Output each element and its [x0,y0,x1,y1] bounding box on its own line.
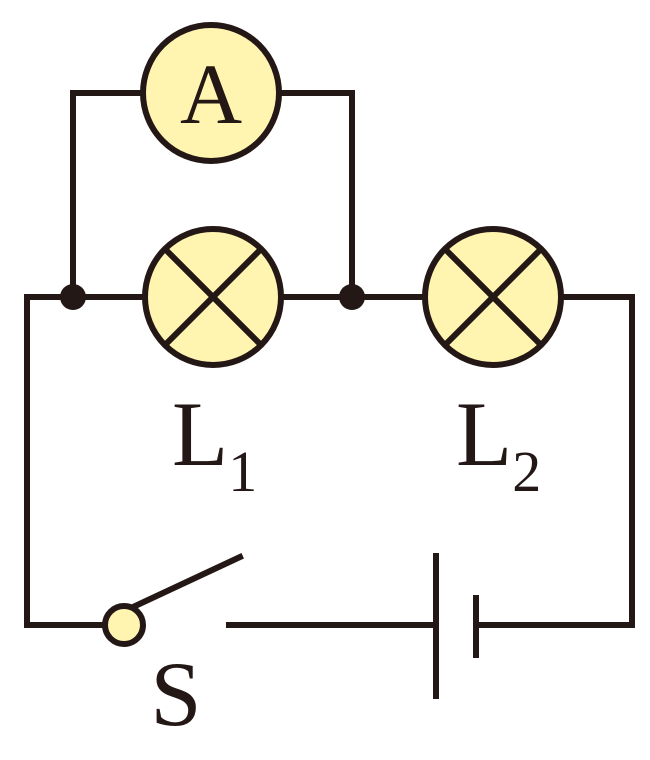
lamp-l1-label: L1 [172,383,257,504]
ammeter-circle [140,22,282,164]
lamp-l2-letter: L [456,383,512,485]
ammeter-right-wire [279,90,355,300]
lamp-l2-subscript: 2 [512,439,541,504]
outer-wires [24,294,635,628]
lamp-l2-label: L2 [456,383,541,504]
junction-left-dot [60,284,86,310]
lamp-l1-letter: L [172,383,228,485]
lamp-l1 [142,226,284,368]
battery [433,553,479,699]
switch-lever [114,553,244,618]
ammeter-branch [70,90,355,300]
lamp-l2-cross-b [442,246,544,348]
switch [102,553,244,647]
lamp-l1-cross-b [162,246,264,348]
switch-pivot [102,603,146,647]
ammeter-left-wire [70,90,143,300]
switch-label: S [150,643,201,745]
lamp-l1-subscript: 1 [228,439,257,504]
junction-right-dot [339,284,365,310]
ammeter: A [140,22,282,164]
ammeter-label: A [180,46,242,142]
lamp-l2 [422,226,564,368]
